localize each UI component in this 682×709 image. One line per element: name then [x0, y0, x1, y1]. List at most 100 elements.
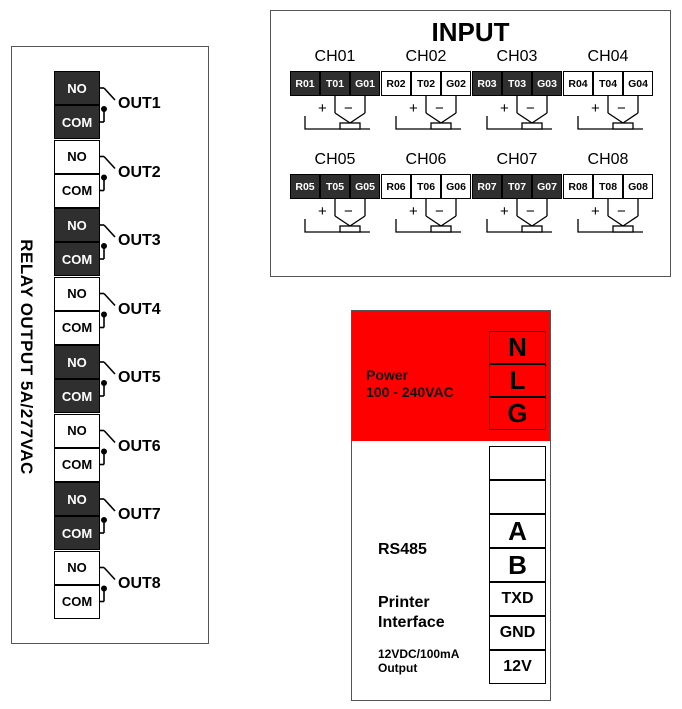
out-label-7: OUT7: [118, 506, 161, 523]
power-terminal-g: G: [489, 397, 546, 430]
printer-label-line1: Printer: [378, 594, 430, 611]
input-terminal-t08: T08: [593, 174, 623, 199]
comm-terminal-a: A: [489, 514, 546, 548]
plus-sign: +: [409, 203, 418, 220]
input-terminal-r01: R01: [290, 71, 320, 96]
input-terminal-r05: R05: [290, 174, 320, 199]
input-terminal-r03: R03: [472, 71, 502, 96]
out-label-6: OUT6: [118, 437, 161, 455]
com-terminal-4: COM: [54, 310, 100, 345]
wire-right: [531, 215, 548, 227]
out-label-2: OUT2: [118, 163, 161, 181]
switch-contact: [103, 155, 116, 170]
power-label-line1: Power: [366, 367, 409, 383]
minus-sign: −: [526, 100, 535, 117]
com-terminal-2: COM: [54, 173, 100, 208]
comm-terminal-12v: 12V: [489, 650, 546, 684]
minus-sign: −: [344, 100, 353, 117]
relay-switch-3: [100, 224, 116, 260]
channel-label-4: CH04: [587, 48, 629, 65]
input-terminal-t01: T01: [320, 71, 350, 96]
relay-switch-symbols: [100, 87, 116, 603]
input-title: INPUT: [431, 17, 510, 47]
wire-right: [440, 112, 457, 124]
wire-left: [425, 112, 442, 124]
input-terminal-r02: R02: [381, 71, 411, 96]
input-terminal-g07: G07: [532, 174, 562, 199]
wire-left: [516, 215, 533, 227]
printer-label-line2: Interface: [378, 614, 445, 631]
switch-pivot: [101, 105, 108, 112]
input-terminal-r07: R07: [472, 174, 502, 199]
minus-sign: −: [526, 203, 535, 220]
power-label-line2: 100 - 240VAC: [366, 384, 454, 400]
out-label-5: OUT5: [118, 369, 161, 386]
wire-left: [607, 215, 624, 227]
output-label-line2: Output: [378, 661, 418, 675]
relay-switch-6: [100, 429, 116, 466]
channel-label-1: CH01: [314, 48, 356, 65]
relay-switch-5: [100, 361, 116, 397]
com-terminal-7: COM: [54, 516, 100, 550]
wire-left: [516, 112, 533, 124]
wire-right: [622, 112, 639, 124]
input-terminal-t02: T02: [411, 71, 441, 96]
sensor-wiring-symbols: +−+−+−+−+−+−+−+−: [304, 96, 643, 233]
sensor-symbol-8: [577, 199, 643, 233]
wire-right: [440, 215, 457, 227]
input-terminal-g06: G06: [441, 174, 471, 199]
channel-label-6: CH06: [405, 151, 447, 168]
input-terminal-r06: R06: [381, 174, 411, 199]
wire-right: [531, 112, 548, 124]
resistor: [612, 122, 634, 130]
com-terminal-6: COM: [54, 447, 100, 482]
rs485-label: RS485: [378, 541, 427, 558]
power-label: Power 100 - 240VAC: [366, 367, 454, 401]
no-terminal-6: NO: [54, 413, 100, 448]
switch-pivot: [101, 516, 108, 523]
switch-contact: [103, 498, 116, 512]
input-terminal-g03: G03: [532, 71, 562, 96]
com-terminal-8: COM: [54, 584, 100, 619]
switch-contact: [103, 87, 116, 101]
relay-switch-2: [100, 155, 116, 192]
input-terminal-g01: G01: [350, 71, 380, 96]
wire-right: [622, 215, 639, 227]
input-terminal-t07: T07: [502, 174, 532, 199]
plus-sign: +: [409, 100, 418, 117]
com-terminal-3: COM: [54, 242, 100, 276]
switch-contact: [103, 292, 116, 307]
blank-terminal-1: [489, 446, 546, 480]
out-label-3: OUT3: [118, 232, 161, 249]
plus-sign: +: [591, 100, 600, 117]
plus-sign: +: [591, 203, 600, 220]
wire-left: [607, 112, 624, 124]
resistor: [430, 122, 452, 130]
switch-contact: [103, 361, 116, 375]
resistor: [521, 122, 543, 130]
input-terminal-t05: T05: [320, 174, 350, 199]
resistor: [521, 225, 543, 233]
relay-switch-1: [100, 87, 116, 123]
input-terminal-r04: R04: [563, 71, 593, 96]
out-label-8: OUT8: [118, 574, 161, 592]
channel-label-8: CH08: [587, 151, 629, 168]
input-terminal-g04: G04: [623, 71, 653, 96]
channel-label-3: CH03: [496, 48, 538, 65]
sensor-symbol-4: [577, 96, 643, 130]
com-terminal-1: COM: [54, 105, 100, 139]
plus-sign: +: [500, 203, 509, 220]
output-label-line1: 12VDC/100mA: [378, 647, 460, 661]
minus-sign: −: [435, 203, 444, 220]
resistor: [339, 122, 361, 130]
no-terminal-3: NO: [54, 208, 100, 242]
relay-switch-4: [100, 292, 116, 329]
input-terminal-t06: T06: [411, 174, 441, 199]
wire-left: [334, 215, 351, 227]
sensor-symbol-5: [304, 199, 370, 233]
blank-terminal-2: [489, 480, 546, 514]
no-terminal-8: NO: [54, 550, 100, 585]
comm-terminal-gnd: GND: [489, 616, 546, 650]
